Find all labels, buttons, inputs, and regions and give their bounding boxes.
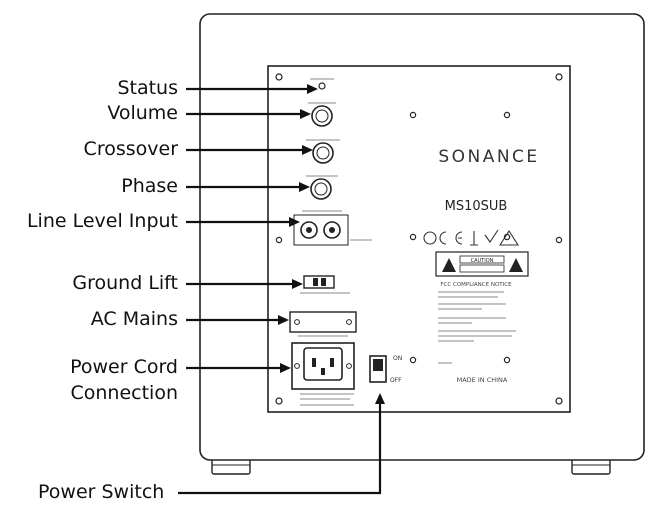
power-switch[interactable] [369, 355, 387, 383]
switch-off-label: OFF [390, 377, 402, 384]
certification-marks [423, 229, 520, 246]
label-power-cord-line1: Power Cord [70, 356, 178, 378]
volume-knob[interactable] [311, 105, 333, 127]
caution-text: CAUTION [471, 258, 494, 264]
crossover-knob[interactable] [312, 142, 334, 164]
status-led [318, 82, 326, 90]
switch-on-label: ON [393, 355, 402, 362]
label-line-level-input: Line Level Input [26, 210, 178, 232]
label-status: Status [117, 77, 178, 99]
label-power-cord-line2: Connection [70, 382, 178, 404]
warning-label [435, 251, 529, 277]
ground-lift-switch[interactable] [303, 275, 335, 289]
leader-lines [178, 84, 385, 495]
label-ground-lift: Ground Lift [72, 272, 178, 294]
phase-knob[interactable] [310, 178, 332, 200]
model-number: MS10SUB [445, 199, 508, 214]
label-crossover: Crossover [83, 138, 178, 160]
line-level-input-jacks[interactable] [293, 214, 349, 246]
label-volume: Volume [107, 102, 178, 124]
label-ac-mains: AC Mains [90, 308, 178, 330]
label-phase: Phase [121, 175, 178, 197]
label-power-switch: Power Switch [38, 481, 165, 503]
power-cord-socket[interactable] [291, 342, 355, 390]
fine-print [298, 78, 516, 406]
made-in-label: MADE IN CHINA [457, 376, 508, 384]
brand-logo: SONANCE [438, 147, 539, 167]
fcc-notice-title: FCC COMPLIANCE NOTICE [440, 282, 512, 288]
ac-mains-plate [289, 311, 357, 333]
